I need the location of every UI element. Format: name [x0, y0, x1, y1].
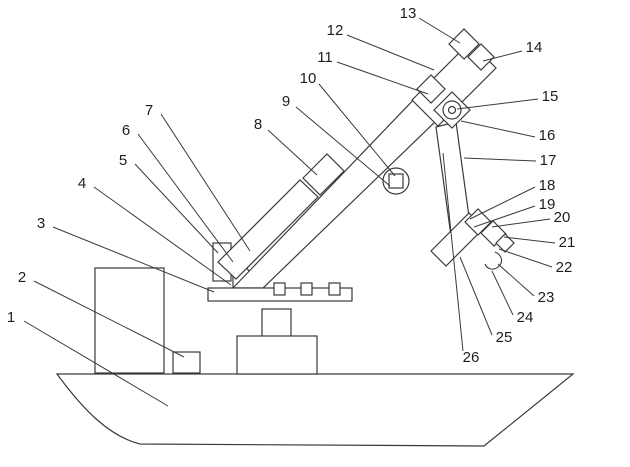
leader-line-13 — [418, 17, 461, 44]
part-label-6: 6 — [122, 122, 130, 139]
labels-layer: 1234567891011121314151617181920212223242… — [7, 5, 576, 407]
pulley-hub — [447, 105, 457, 115]
part-label-12: 12 — [327, 22, 344, 39]
leader-line-12 — [346, 34, 435, 71]
leader-line-10 — [318, 83, 396, 177]
small-arm — [217, 179, 319, 280]
part-label-23: 23 — [538, 289, 555, 306]
platform-slider-1 — [273, 282, 286, 296]
part-label-7: 7 — [145, 102, 153, 119]
leader-line-23 — [497, 263, 535, 297]
part-label-1: 1 — [7, 309, 15, 326]
leader-line-1 — [23, 320, 169, 407]
leader-line-9 — [295, 106, 391, 187]
part-label-14: 14 — [526, 39, 543, 56]
part-label-10: 10 — [300, 70, 317, 87]
leader-line-8 — [267, 129, 318, 176]
part-label-8: 8 — [254, 116, 262, 133]
leader-line-11 — [336, 61, 429, 95]
small-arm-head — [302, 153, 345, 196]
part-label-17: 17 — [540, 152, 557, 169]
leader-line-26 — [442, 152, 464, 352]
leader-line-3 — [52, 226, 215, 293]
part-label-3: 3 — [37, 215, 45, 232]
leader-line-19 — [473, 205, 536, 228]
leader-line-18 — [469, 186, 536, 220]
part-label-2: 2 — [18, 269, 26, 286]
part-label-13: 13 — [400, 5, 417, 22]
part-label-26: 26 — [463, 349, 480, 366]
leader-line-6 — [137, 133, 234, 263]
platform-slider-2 — [300, 282, 313, 296]
gripper-square-1 — [464, 208, 492, 236]
small-deck-box — [172, 351, 201, 374]
leader-line-20 — [491, 218, 551, 228]
leader-line-21 — [503, 236, 556, 244]
part-label-21: 21 — [559, 234, 576, 251]
leader-line-25 — [459, 256, 493, 336]
leader-line-24 — [491, 270, 514, 316]
leader-line-16 — [460, 120, 536, 138]
pedestal-base — [236, 335, 318, 375]
hook — [484, 251, 503, 270]
deck-house — [94, 267, 165, 374]
leader-line-7 — [160, 113, 251, 252]
part-label-25: 25 — [496, 329, 513, 346]
pedestal-neck — [261, 308, 292, 338]
ship-hull — [55, 373, 575, 447]
leader-line-14 — [482, 50, 523, 62]
leader-line-2 — [33, 280, 185, 358]
part-label-22: 22 — [556, 259, 573, 276]
platform-slider-3 — [328, 282, 341, 296]
part-label-4: 4 — [78, 175, 86, 192]
part-label-16: 16 — [539, 127, 556, 144]
joint-square — [388, 173, 404, 189]
leader-line-17 — [463, 157, 537, 162]
part-label-24: 24 — [517, 309, 534, 326]
leader-line-22 — [498, 248, 553, 268]
leader-line-4 — [93, 186, 232, 286]
part-label-19: 19 — [539, 196, 556, 213]
elbow-square — [416, 74, 446, 104]
part-label-9: 9 — [282, 93, 290, 110]
part-label-5: 5 — [119, 152, 127, 169]
part-label-15: 15 — [542, 88, 559, 105]
leader-line-15 — [456, 98, 539, 110]
part-label-20: 20 — [554, 209, 571, 226]
part-label-18: 18 — [539, 177, 556, 194]
side-tab — [467, 43, 495, 71]
part-label-11: 11 — [317, 49, 333, 66]
gripper-tip — [495, 233, 515, 253]
top-square — [448, 28, 480, 60]
leader-line-5 — [134, 163, 219, 254]
